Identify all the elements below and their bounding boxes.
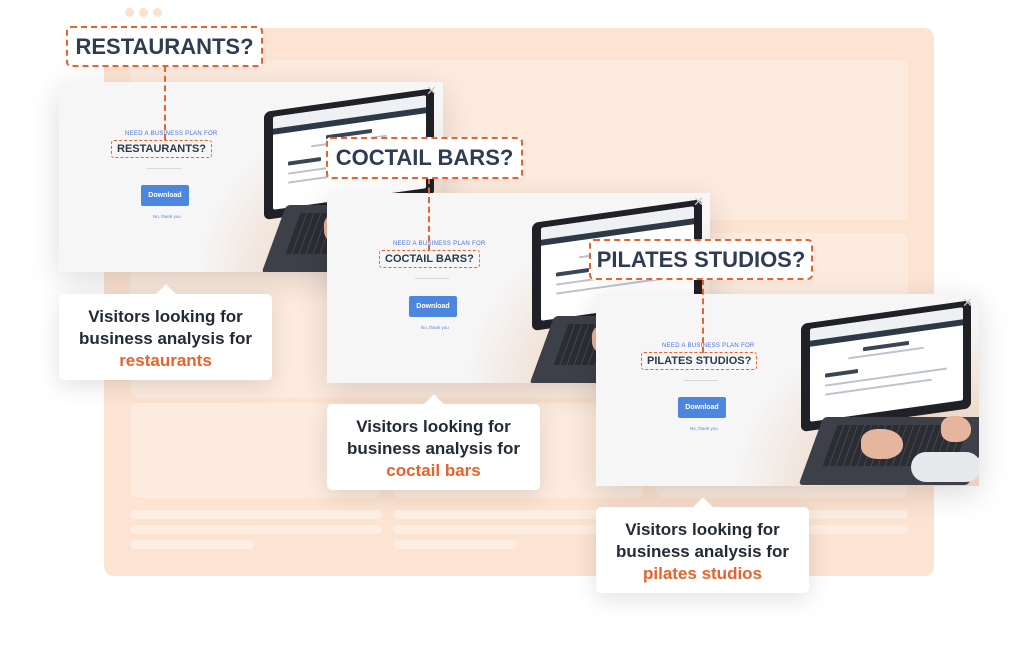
- caption-highlight: pilates studios: [642, 564, 763, 583]
- caption-line: business analysis for: [347, 439, 520, 458]
- window-dot: [139, 8, 148, 17]
- caption-highlight: restaurants: [119, 351, 212, 370]
- connector-line: [428, 178, 430, 251]
- hand: [861, 429, 903, 459]
- divider: [415, 278, 449, 279]
- screen-line: [847, 346, 925, 360]
- laptop-lid: [801, 300, 971, 432]
- caption-line: Visitors looking for: [356, 417, 511, 436]
- caption-line: Visitors looking for: [88, 307, 243, 326]
- connector-line: [702, 279, 704, 353]
- caption-line: Visitors looking for: [625, 520, 780, 539]
- popup-small-title: NEED A BUSINESS PLAN FOR: [393, 241, 486, 247]
- placeholder-line: [393, 525, 645, 534]
- download-button[interactable]: Download: [141, 185, 189, 206]
- screen-line: [555, 267, 590, 277]
- divider: [147, 168, 181, 169]
- placeholder-line: [130, 510, 382, 519]
- popup-small-title: NEED A BUSINESS PLAN FOR: [125, 131, 218, 137]
- close-icon[interactable]: ✕: [962, 295, 973, 310]
- screen-line: [824, 368, 859, 378]
- divider: [684, 380, 718, 381]
- browser-window-dots: [125, 8, 162, 17]
- no-thank-you-link[interactable]: No, thank you: [690, 426, 718, 431]
- caption-restaurants: Visitors looking for business analysis f…: [59, 284, 272, 380]
- placeholder-line: [130, 540, 254, 549]
- caption-line: business analysis for: [79, 329, 252, 348]
- popup-pilates-studios: ✕ NEED A BUSINESS PLAN FOR PILATES STUDI…: [596, 294, 979, 486]
- callout-pilates-studios: PILATES STUDIOS?: [589, 239, 813, 280]
- screen-line: [287, 156, 322, 166]
- popup-small-title: NEED A BUSINESS PLAN FOR: [662, 343, 755, 349]
- placeholder-line: [393, 510, 645, 519]
- sleeve: [911, 452, 979, 482]
- window-dot: [125, 8, 134, 17]
- placeholder-line: [130, 525, 382, 534]
- callout-restaurants: RESTAURANTS?: [66, 26, 263, 67]
- placeholder-line: [393, 540, 517, 549]
- close-icon[interactable]: ✕: [426, 83, 437, 98]
- download-button[interactable]: Download: [409, 296, 457, 317]
- download-button[interactable]: Download: [678, 397, 726, 418]
- caption-line: business analysis for: [616, 542, 789, 561]
- window-dot: [153, 8, 162, 17]
- close-icon[interactable]: ✕: [693, 194, 704, 209]
- caption-highlight: coctail bars: [386, 461, 481, 480]
- popup-small-label: COCTAIL BARS?: [379, 250, 480, 268]
- connector-line: [164, 66, 166, 140]
- caption-coctail-bars: Visitors looking for business analysis f…: [327, 394, 540, 490]
- no-thank-you-link[interactable]: No, thank you: [153, 214, 181, 219]
- callout-coctail-bars: COCTAIL BARS?: [326, 137, 523, 179]
- popup-small-label: PILATES STUDIOS?: [641, 352, 758, 370]
- caption-pilates-studios: Visitors looking for business analysis f…: [596, 497, 809, 593]
- popup-small-label: RESTAURANTS?: [111, 140, 213, 158]
- laptop-screen: [809, 307, 963, 423]
- no-thank-you-link[interactable]: No, thank you: [421, 325, 449, 330]
- laptop-illustration: [798, 300, 979, 485]
- hand: [941, 416, 971, 442]
